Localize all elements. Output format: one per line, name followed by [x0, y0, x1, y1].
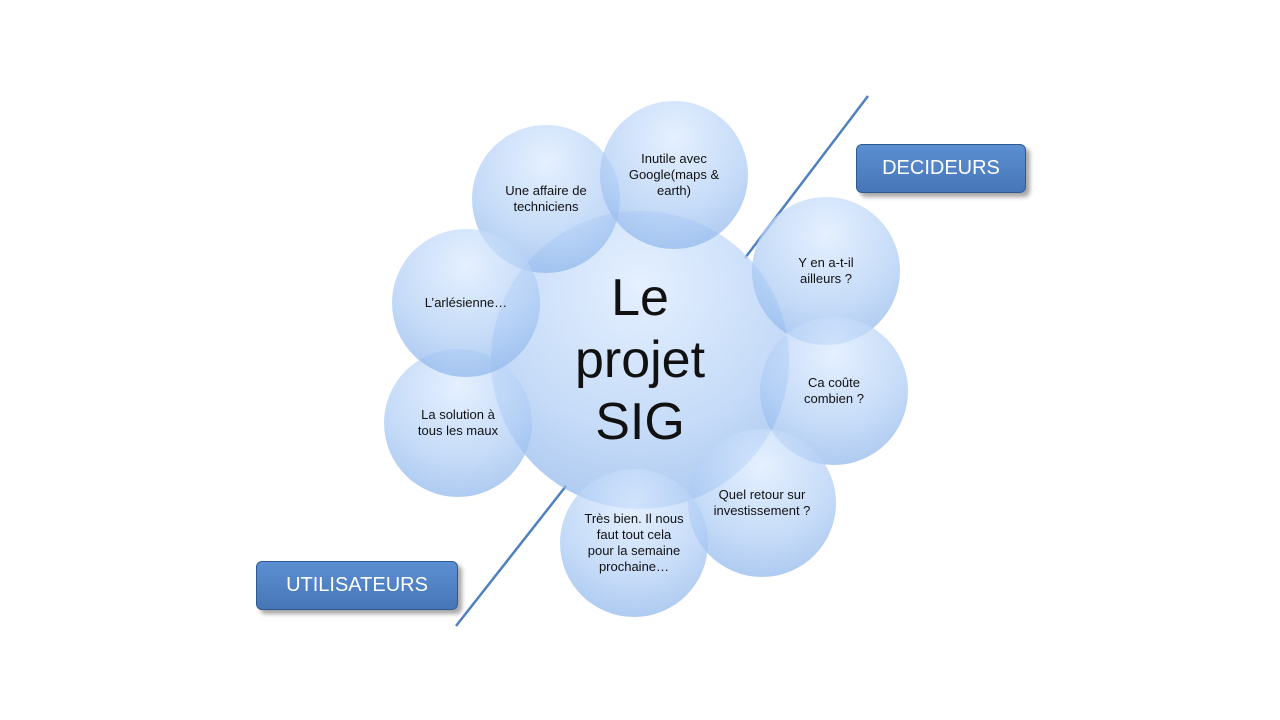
bubble-maux-label: La solution à tous les maux [417, 407, 499, 438]
bubble-google-label: Inutile avec Google(maps & earth) [628, 151, 720, 198]
bubble-techniciens-label: Une affaire de techniciens [505, 183, 587, 214]
bubble-arlesienne: L’arlésienne… [392, 229, 540, 377]
bubble-arlesienne-label: L’arlésienne… [424, 295, 508, 310]
bubble-ailleurs-label: Y en a-t-il ailleurs ? [798, 255, 854, 286]
utilisateurs-divider-line [455, 485, 567, 627]
decideurs-label: DECIDEURS [882, 157, 1000, 179]
bubble-google: Inutile avec Google(maps & earth) [600, 101, 748, 249]
bubble-semaine-label: Très bien. Il nous faut tout cela pour l… [584, 511, 684, 574]
decideurs-box: DECIDEURS [856, 144, 1026, 193]
bubble-semaine: Très bien. Il nous faut tout cela pour l… [560, 469, 708, 617]
bubble-retour: Quel retour sur investissement ? [688, 429, 836, 577]
utilisateurs-label: UTILISATEURS [286, 574, 428, 596]
bubble-retour-label: Quel retour sur investissement ? [713, 487, 811, 518]
bubble-cout-label: Ca coûte combien ? [804, 375, 864, 406]
center-label: Le projet SIG [574, 269, 706, 451]
utilisateurs-box: UTILISATEURS [256, 561, 458, 610]
